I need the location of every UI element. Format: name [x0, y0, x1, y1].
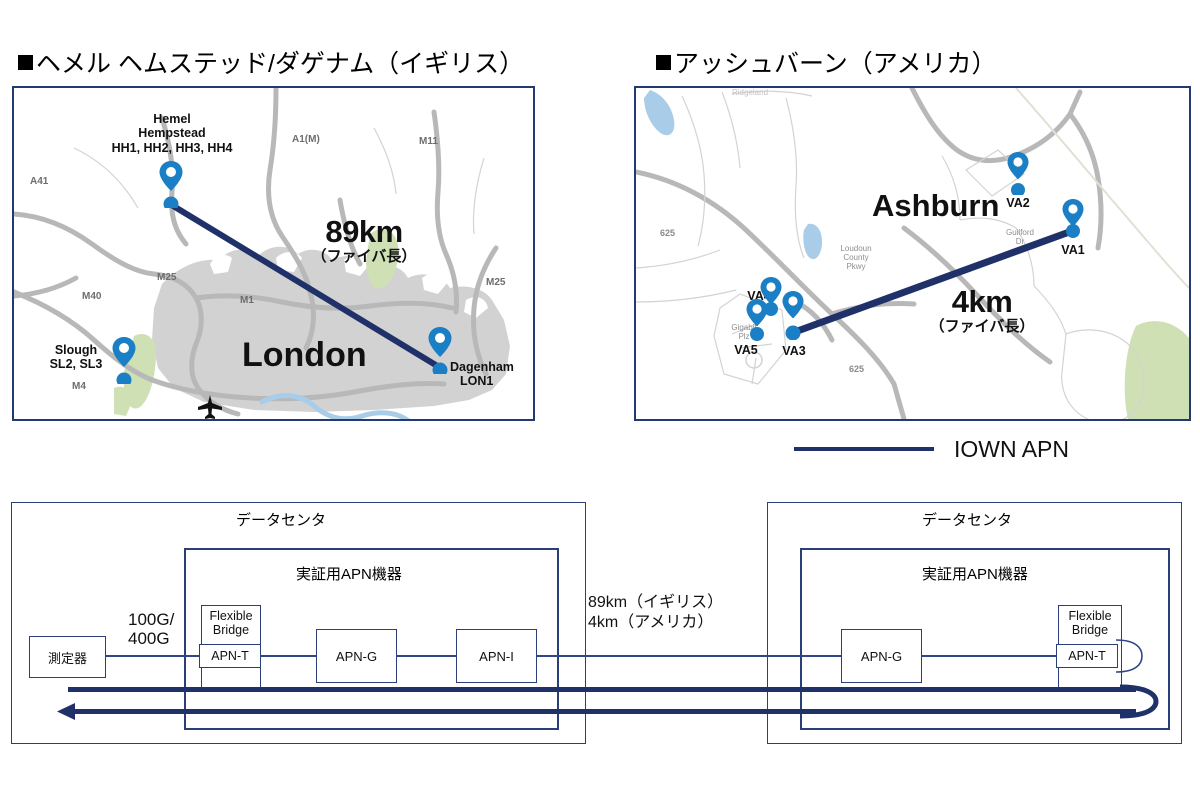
fiber-return-line-lower [72, 709, 1136, 714]
iown-apn-link-us [790, 227, 1074, 337]
apnt-label-right: APN-T [1068, 649, 1106, 663]
apn-equipment-label-right: 実証用APN機器 [922, 566, 1028, 583]
map-pin-label-va2: VA2 [1006, 196, 1030, 210]
road-label-625-bottom: 625 [849, 364, 865, 374]
map-pin-hemel[interactable] [159, 160, 183, 208]
map-city-label-ashburn: Ashburn [872, 188, 1000, 223]
location-pin-icon [1062, 199, 1084, 238]
map-pin-dagenham[interactable] [428, 326, 452, 374]
datacenter-box-left[interactable] [11, 502, 586, 744]
road-label-m1: M1 [240, 295, 254, 306]
apni-label: APN-I [479, 648, 514, 664]
apnt-box-left[interactable]: APN-T [199, 644, 261, 668]
location-pin-icon [159, 161, 183, 208]
apng-label-right: APN-G [860, 648, 903, 664]
bullet-square-icon [656, 55, 671, 70]
map-pin-label-va5: VA5 [734, 343, 758, 357]
road-label-m11: M11 [419, 136, 438, 147]
wire-apnt-to-apng-left [259, 655, 316, 657]
map-pin-label-dagenham: Dagenham LON1 [450, 360, 514, 389]
datacenter-box-right[interactable] [767, 502, 1182, 744]
link-speed-line2: 400G [128, 629, 170, 649]
map-us[interactable]: 625 625 Loudoun County Pkwy Guilford Dr … [634, 86, 1191, 421]
apng-box-left[interactable]: APN-G [316, 629, 397, 683]
map-distance-uk: 89km （ファイバ長） [274, 216, 454, 264]
datacenter-label-left: データセンタ [236, 512, 327, 529]
iown-apn-link-uk [168, 201, 441, 370]
apn-equipment-box-left[interactable] [184, 548, 559, 730]
map-pin-slough[interactable] [112, 336, 136, 384]
apng-label-left: APN-G [335, 648, 378, 664]
road-label-625-left: 625 [660, 228, 676, 238]
meter-label: 測定器 [47, 650, 87, 666]
location-pin-icon [428, 327, 452, 374]
loopback-curve-thin [1115, 639, 1143, 673]
road-label-m25-left: M25 [157, 272, 177, 283]
loopback-curve-fat [1120, 684, 1159, 719]
wire-long-span [535, 655, 846, 657]
map-distance-uk-sub: （ファイバ長） [311, 248, 417, 265]
apnt-box-right[interactable]: APN-T [1056, 644, 1118, 668]
section-title-us-text: アッシュバーン（アメリカ） [674, 50, 997, 78]
map-pin-label-hemel: Hemel Hempstead HH1, HH2, HH3, HH4 [111, 112, 233, 155]
map-pin-va4[interactable] [760, 276, 782, 320]
section-title-uk: ヘメル ヘムステッド/ダゲナム（イギリス） [18, 44, 524, 80]
map-uk-basemap [14, 88, 510, 419]
apnt-label-left: APN-T [211, 649, 249, 663]
map-pin-label-va1: VA1 [1061, 243, 1085, 257]
road-label-a41: A41 [30, 176, 49, 187]
section-title-uk-text: ヘメル ヘムステッド/ダゲナム（イギリス） [36, 50, 525, 78]
location-pin-icon [760, 277, 782, 316]
datacenter-label-right: データセンタ [922, 512, 1013, 529]
wire-apng-to-apni [395, 655, 456, 657]
fiber-return-line-upper [68, 687, 1136, 692]
location-pin-icon [782, 291, 804, 340]
wire-meter-to-apnt [104, 655, 202, 657]
map-us-basemap [636, 88, 1189, 419]
map-distance-us-value: 4km [951, 284, 1013, 319]
location-pin-icon [1007, 152, 1029, 195]
map-pin-label-slough: Slough SL2, SL3 [49, 343, 103, 372]
map-distance-us: 4km （ファイバ長） [892, 286, 1072, 334]
link-speed-label: 100G/ 400G [128, 610, 174, 648]
legend-label-iown-apn: IOWN APN [954, 436, 1070, 462]
map-uk[interactable]: A41 A1(M) M11 M25 M40 M1 M25 M4 Hemel He… [12, 86, 535, 421]
road-label-m4: M4 [72, 381, 86, 392]
flexible-bridge-label-right: Flexible Bridge [1068, 609, 1112, 637]
map-distance-us-sub: （ファイバ長） [929, 318, 1035, 335]
road-label-m25-right: M25 [486, 277, 506, 288]
airport-icon [198, 395, 222, 419]
apni-box[interactable]: APN-I [456, 629, 537, 683]
map-pin-va1[interactable] [1062, 198, 1084, 242]
map-pin-va2[interactable] [1007, 151, 1029, 195]
map-pin-va5[interactable] [746, 298, 768, 342]
map-city-label-london: London [242, 336, 367, 374]
legend-line-swatch [794, 447, 934, 451]
apng-box-right[interactable]: APN-G [841, 629, 922, 683]
meter-box[interactable]: 測定器 [29, 636, 106, 678]
road-label-guilford-dr: Guilford Dr [1005, 228, 1034, 247]
road-label-m40: M40 [82, 291, 102, 302]
road-label-a1m: A1(M) [292, 134, 320, 145]
location-pin-icon [112, 337, 136, 384]
span-distance-line1: 89km（イギリス） [588, 594, 724, 611]
location-pin-icon [746, 299, 768, 341]
road-label-loudoun-county-pkwy: Loudoun County Pkwy [840, 244, 872, 272]
fiber-direction-arrow-icon [57, 703, 75, 720]
link-speed-line1: 100G/ [128, 610, 175, 629]
apn-equipment-label-left: 実証用APN機器 [296, 566, 402, 583]
road-label-gigabit-plz: Gigabit Plz [731, 323, 757, 342]
flexible-bridge-label-left: Flexible Bridge [209, 609, 253, 637]
section-title-us: アッシュバーン（アメリカ） [656, 44, 997, 80]
wire-apng-to-apnt-right [920, 655, 1060, 657]
span-distance-line2: 4km（アメリカ） [588, 614, 714, 631]
map-distance-uk-value: 89km [325, 214, 403, 249]
map-pin-label-va3: VA3 [782, 344, 806, 358]
road-label-ridgeland: Ridgeland [732, 88, 769, 97]
map-pin-va3[interactable] [782, 290, 804, 340]
bullet-square-icon [18, 55, 33, 70]
span-distance-label: 89km（イギリス） 4km（アメリカ） [588, 593, 723, 633]
apn-equipment-box-right[interactable] [800, 548, 1170, 730]
